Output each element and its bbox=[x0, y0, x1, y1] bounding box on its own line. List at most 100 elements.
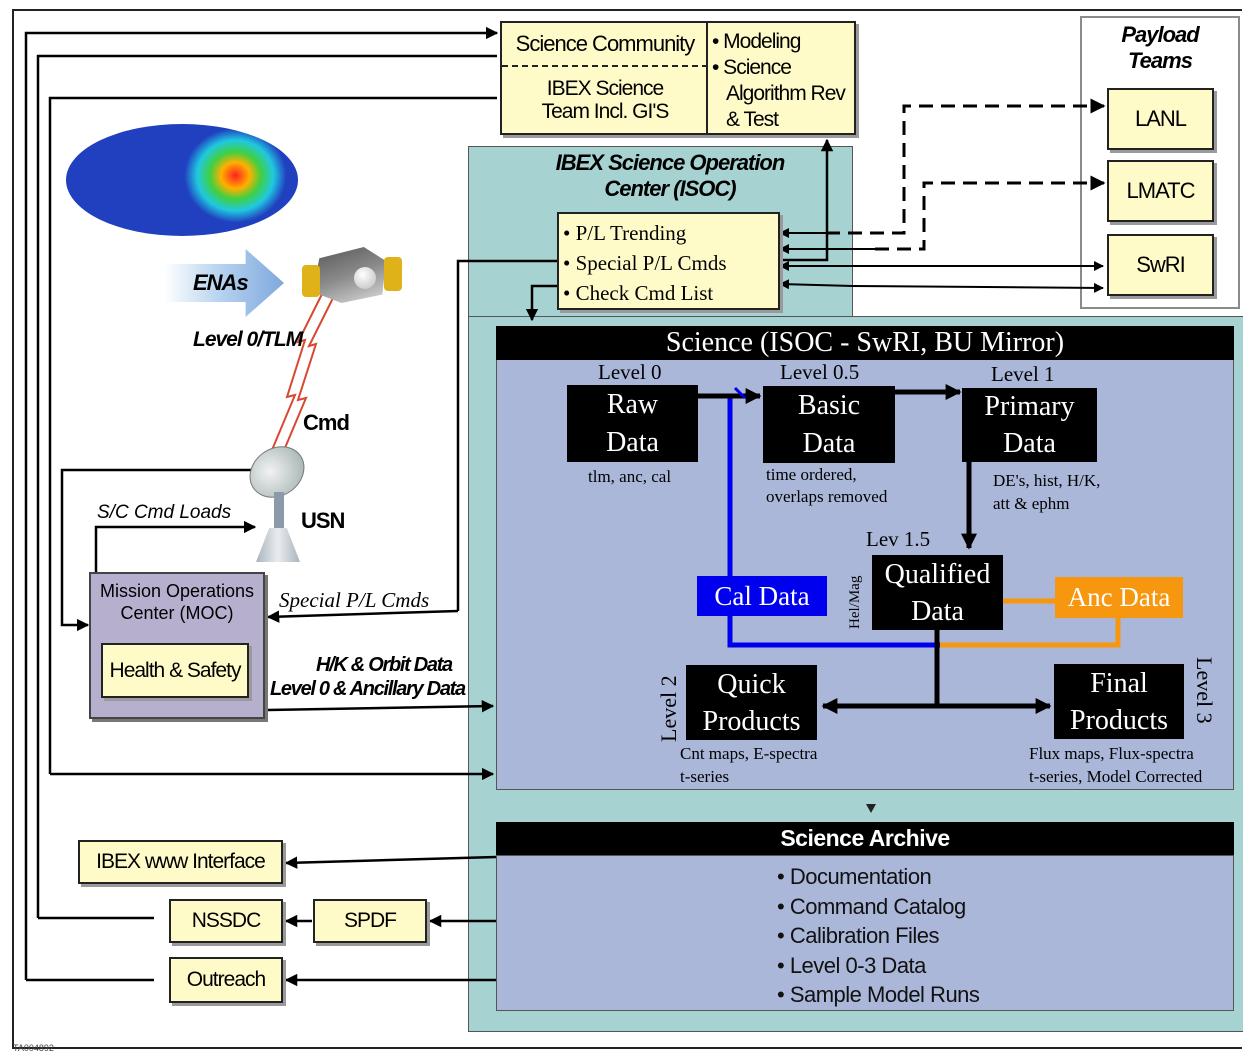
level15-label: Lev 1.5 bbox=[866, 527, 931, 551]
science-community-box: Science Community IBEX Science Team Incl… bbox=[500, 21, 856, 135]
moc-title-line: Center (MOC) bbox=[120, 603, 234, 623]
community-note: • Modeling bbox=[712, 30, 801, 53]
cal-data-node: Cal Data bbox=[697, 576, 827, 616]
hel-mag-label: Hel/Mag bbox=[847, 575, 863, 629]
final-products-note: Flux maps, Flux-spectra t-series, Model … bbox=[1029, 742, 1202, 788]
primary-note-line: DE's, hist, H/K, bbox=[993, 471, 1101, 490]
sky-map-image bbox=[66, 124, 298, 236]
moc-title-line: Mission Operations bbox=[99, 581, 255, 601]
payload-teams-title: Payload Teams bbox=[1082, 22, 1238, 74]
anc-data-node: Anc Data bbox=[1055, 577, 1183, 618]
isoc-task: • Special P/L Cmds bbox=[563, 251, 727, 275]
community-note: Algorithm Rev bbox=[726, 82, 846, 105]
spacecraft-panel bbox=[302, 265, 320, 297]
quick-note-line: t-series bbox=[680, 767, 730, 786]
raw-data-node: Raw Data bbox=[567, 385, 698, 462]
team-lmatc: LMATC bbox=[1107, 160, 1214, 222]
level0-anc-label: Level 0 & Ancillary Data bbox=[270, 678, 466, 700]
payload-title-line: Teams bbox=[1128, 48, 1193, 73]
final-note-line: Flux maps, Flux-spectra bbox=[1029, 744, 1194, 763]
basic-note-line: overlaps removed bbox=[766, 487, 888, 506]
ibex-www-box: IBEX www Interface bbox=[78, 840, 283, 884]
outreach-box: Outreach bbox=[169, 957, 283, 1003]
spacecraft-image bbox=[296, 239, 406, 309]
special-cmds-left-label: Special P/L Cmds bbox=[279, 588, 430, 612]
spacecraft-panel bbox=[384, 257, 402, 291]
quick-products-node: Quick Products bbox=[686, 665, 817, 740]
ibex-science-team: IBEX Science Team Incl. GI'S bbox=[502, 67, 708, 133]
isoc-task: • P/L Trending bbox=[563, 221, 687, 245]
qualified-data-node: Qualified Data bbox=[872, 555, 1003, 630]
payload-title-line: Payload bbox=[1121, 22, 1199, 47]
hk-orbit-label: H/K & Orbit Data bbox=[316, 654, 453, 676]
community-notes: • Modeling • Science Algorithm Rev & Tes… bbox=[712, 29, 854, 133]
archive-items: • Documentation • Command Catalog • Cali… bbox=[777, 862, 1077, 1010]
basic-data-node: Basic Data bbox=[763, 386, 895, 463]
usn-dish-image bbox=[239, 435, 315, 565]
isoc-title-line: IBEX Science Operation bbox=[555, 150, 786, 175]
dish-mount bbox=[274, 492, 284, 532]
raw-data-note: tlm, anc, cal bbox=[588, 467, 672, 486]
level0-label: Level 0 bbox=[598, 360, 662, 384]
primary-data-note: DE's, hist, H/K, att & ephm bbox=[993, 469, 1100, 515]
archive-item: • Level 0-3 Data bbox=[777, 952, 926, 978]
primary-note-line: att & ephm bbox=[993, 494, 1070, 513]
science-header: Science (ISOC - SwRI, BU Mirror) bbox=[496, 326, 1234, 360]
community-note: & Test bbox=[726, 108, 779, 131]
level1-label: Level 1 bbox=[991, 362, 1055, 386]
final-products-line: Final bbox=[1090, 667, 1148, 699]
level3-label: Level 3 bbox=[1192, 657, 1217, 724]
archive-item: • Documentation bbox=[777, 864, 932, 889]
final-products-line: Products bbox=[1070, 704, 1168, 736]
basic-note-line: time ordered, bbox=[766, 465, 857, 484]
community-note: • Science bbox=[712, 56, 792, 79]
archive-header: Science Archive bbox=[496, 822, 1234, 855]
basic-data-line: Data bbox=[802, 427, 856, 459]
primary-data-node: Primary Data bbox=[962, 388, 1097, 462]
team-swri: SwRI bbox=[1107, 234, 1214, 296]
outer-frame bbox=[12, 9, 1242, 1049]
team-lanl: LANL bbox=[1107, 88, 1214, 150]
basic-data-note: time ordered, overlaps removed bbox=[766, 464, 887, 508]
sc-cmd-loads-label: S/C Cmd Loads bbox=[97, 502, 232, 523]
quick-products-line: Products bbox=[702, 705, 801, 737]
archive-item: • Command Catalog bbox=[777, 893, 966, 919]
science-community-title: Science Community bbox=[502, 23, 708, 67]
level0-tlm-label: Level 0/TLM bbox=[193, 328, 303, 351]
archive-panel bbox=[496, 855, 1234, 1011]
moc-box: Mission Operations Center (MOC) Health &… bbox=[89, 572, 265, 719]
archive-item: • Calibration Files bbox=[777, 923, 940, 948]
primary-data-line: Data bbox=[1003, 428, 1056, 459]
isoc-task: • Check Cmd List bbox=[563, 281, 714, 305]
basic-data-line: Basic bbox=[797, 389, 861, 421]
ibex-team-line: Team Incl. GI'S bbox=[541, 100, 670, 123]
usn-label: USN bbox=[301, 508, 345, 533]
raw-data-line: Data bbox=[606, 426, 659, 458]
quick-note-line: Cnt maps, E-spectra bbox=[680, 744, 818, 763]
level05-label: Level 0.5 bbox=[780, 360, 860, 384]
primary-data-line: Primary bbox=[984, 391, 1075, 422]
isoc-tasks-box: • P/L Trending • Special P/L Cmds • Chec… bbox=[557, 212, 780, 310]
moc-title: Mission Operations Center (MOC) bbox=[91, 580, 263, 624]
quick-products-line: Quick bbox=[717, 668, 786, 700]
health-safety-box: Health & Safety bbox=[101, 643, 249, 698]
cmd-label: Cmd bbox=[303, 410, 350, 435]
qualified-data-line: Qualified bbox=[884, 558, 991, 590]
isoc-title: IBEX Science Operation Center (ISOC) bbox=[520, 150, 820, 202]
spacecraft-sensor bbox=[354, 267, 376, 289]
spdf-box: SPDF bbox=[313, 899, 427, 943]
final-note-line: t-series, Model Corrected bbox=[1029, 767, 1203, 786]
isoc-title-line: Center (ISOC) bbox=[604, 176, 736, 201]
quick-products-note: Cnt maps, E-spectra t-series bbox=[680, 742, 817, 788]
corner-code: TA004892 bbox=[13, 1043, 54, 1053]
level2-label: Level 2 bbox=[656, 675, 681, 742]
ibex-team-line: IBEX Science bbox=[546, 77, 664, 100]
dish-base bbox=[256, 528, 300, 562]
community-divider bbox=[706, 23, 708, 133]
enas-label: ENAs bbox=[193, 270, 249, 295]
raw-data-line: Raw bbox=[606, 388, 659, 420]
qualified-data-line: Data bbox=[911, 595, 964, 627]
archive-item: • Sample Model Runs bbox=[777, 982, 980, 1007]
